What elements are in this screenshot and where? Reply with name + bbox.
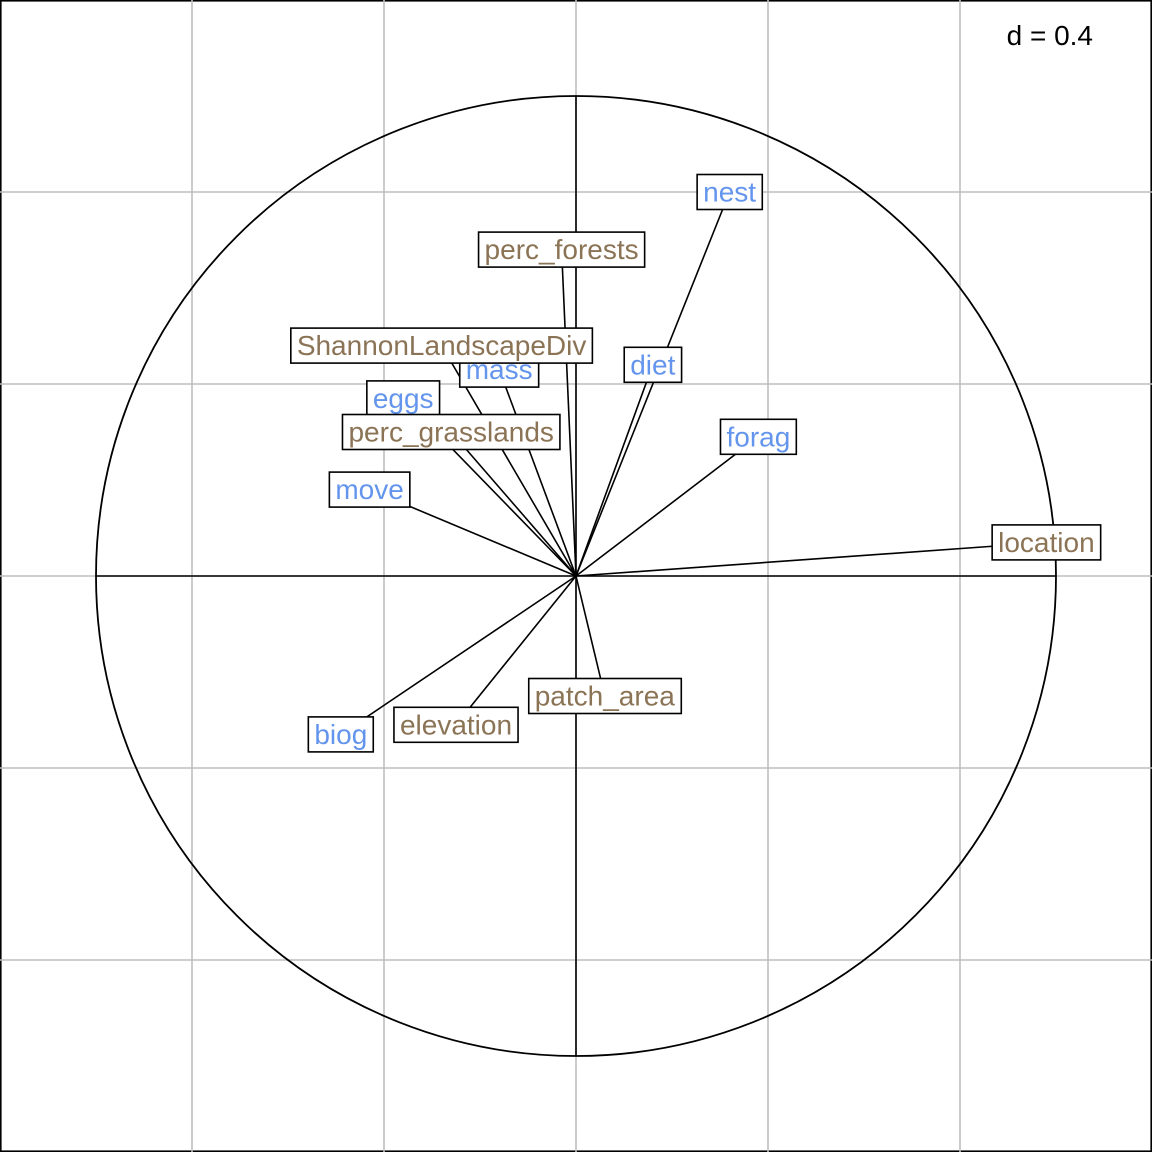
label-biog: biog (307, 716, 375, 753)
label-text-nest: nest (703, 177, 756, 208)
label-elevation: elevation (393, 706, 519, 744)
label-forag: forag (719, 418, 798, 456)
label-text-location: location (998, 527, 1095, 558)
label-box (307, 716, 375, 753)
label-box (719, 418, 798, 456)
label-shannonlandscapediv: ShannonLandscapeDiv (290, 327, 594, 364)
label-location: location (991, 524, 1102, 561)
scale-label: d = 0.4 (1007, 20, 1093, 51)
label-nest: nest (696, 173, 764, 211)
label-move: move (328, 471, 411, 508)
label-text-biog: biog (314, 719, 367, 750)
label-eggs: eggs (366, 380, 441, 417)
label-text-shannonlandscapediv: ShannonLandscapeDiv (297, 330, 587, 361)
labels-layer: nestdietforagmasseggsmovebiogperc_forest… (290, 173, 1102, 753)
label-patch-area: patch_area (527, 677, 683, 715)
label-text-perc-grasslands: perc_grasslands (348, 417, 553, 448)
label-text-elevation: elevation (400, 709, 512, 740)
label-box (527, 677, 683, 715)
label-box (290, 327, 594, 364)
label-box (393, 706, 519, 744)
label-box (328, 471, 411, 508)
label-perc-forests: perc_forests (477, 231, 646, 268)
label-text-patch-area: patch_area (535, 681, 676, 712)
label-text-move: move (335, 474, 403, 505)
label-text-diet: diet (630, 349, 675, 380)
label-box (696, 173, 764, 211)
label-box (341, 413, 561, 451)
label-perc-grasslands: perc_grasslands (341, 413, 561, 451)
label-box (477, 231, 646, 268)
label-box (991, 524, 1102, 561)
label-text-forag: forag (726, 421, 790, 452)
label-diet: diet (623, 346, 683, 384)
label-text-perc-forests: perc_forests (485, 234, 639, 265)
label-box (623, 346, 683, 384)
label-text-eggs: eggs (373, 383, 434, 414)
